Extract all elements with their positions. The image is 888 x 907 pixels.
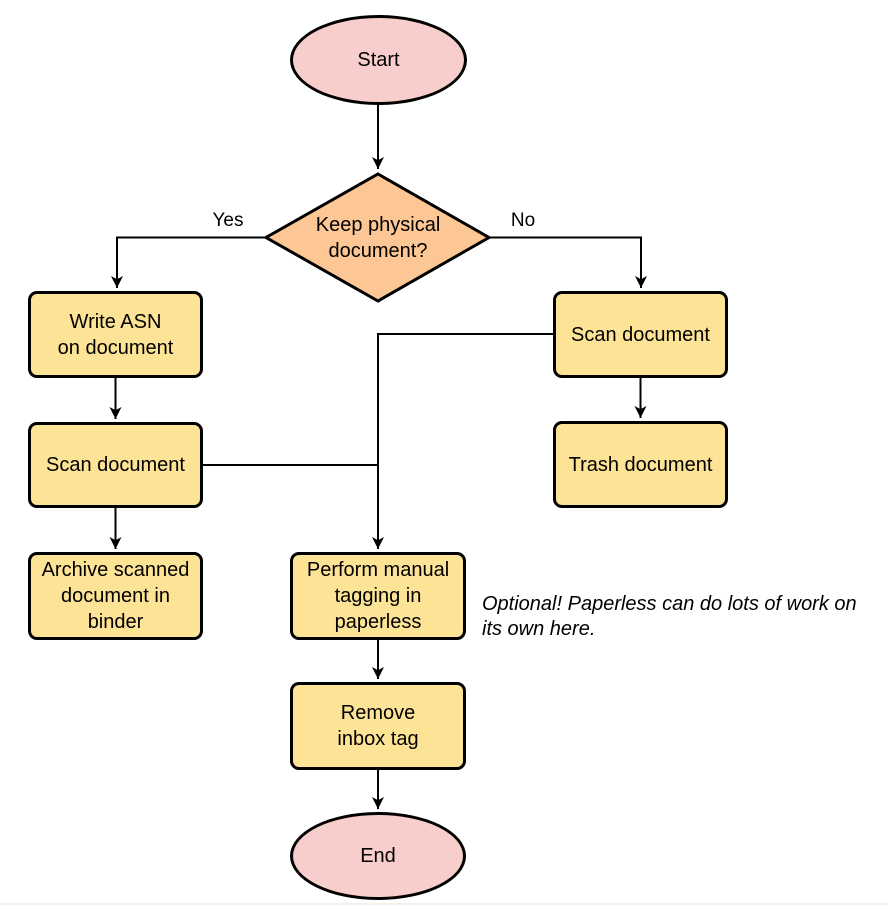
edge-label-yes: Yes [212, 210, 244, 231]
annotation-note: Optional! Paperless can do lots of work … [482, 593, 857, 640]
decision-diamond [262, 172, 493, 303]
node-scan-document-left-label: Scan document [46, 454, 185, 476]
node-manual-tagging: Perform manual tagging in paperless [290, 552, 466, 640]
node-end-label: End [360, 845, 396, 867]
edge-decision-yes-to-write-asn [111, 236, 265, 288]
node-archive-binder: Archive scanned document in binder [28, 552, 203, 640]
node-scan-document-right-label: Scan document [571, 323, 710, 346]
node-archive-binder-label: Archive scanned document in binder [41, 559, 190, 633]
node-scan-document-left: Scan document [28, 422, 203, 508]
node-decision-label: Keep physical document? [315, 213, 441, 262]
node-trash-document-label: Trash document [568, 453, 713, 476]
node-manual-tagging-label: Perform manual tagging in paperless [306, 559, 450, 633]
node-start-label: Start [357, 49, 400, 71]
node-end: End [290, 812, 466, 900]
node-start: Start [290, 15, 467, 105]
node-trash-document: Trash document [553, 421, 728, 508]
node-remove-inbox-tag-label: Remove inbox tag [337, 702, 419, 750]
node-write-asn-label: Write ASN on document [57, 310, 174, 359]
node-remove-inbox-tag: Remove inbox tag [290, 682, 466, 770]
edge-label-no: No [510, 210, 536, 231]
edge-decision-no-to-scan-right [490, 236, 647, 288]
node-write-asn: Write ASN on document [28, 291, 203, 378]
bottom-edge-line [0, 903, 888, 905]
node-decision: Keep physical document? [278, 211, 478, 264]
edge-scan-right-to-perform [372, 333, 553, 549]
node-scan-document-right: Scan document [553, 291, 728, 378]
